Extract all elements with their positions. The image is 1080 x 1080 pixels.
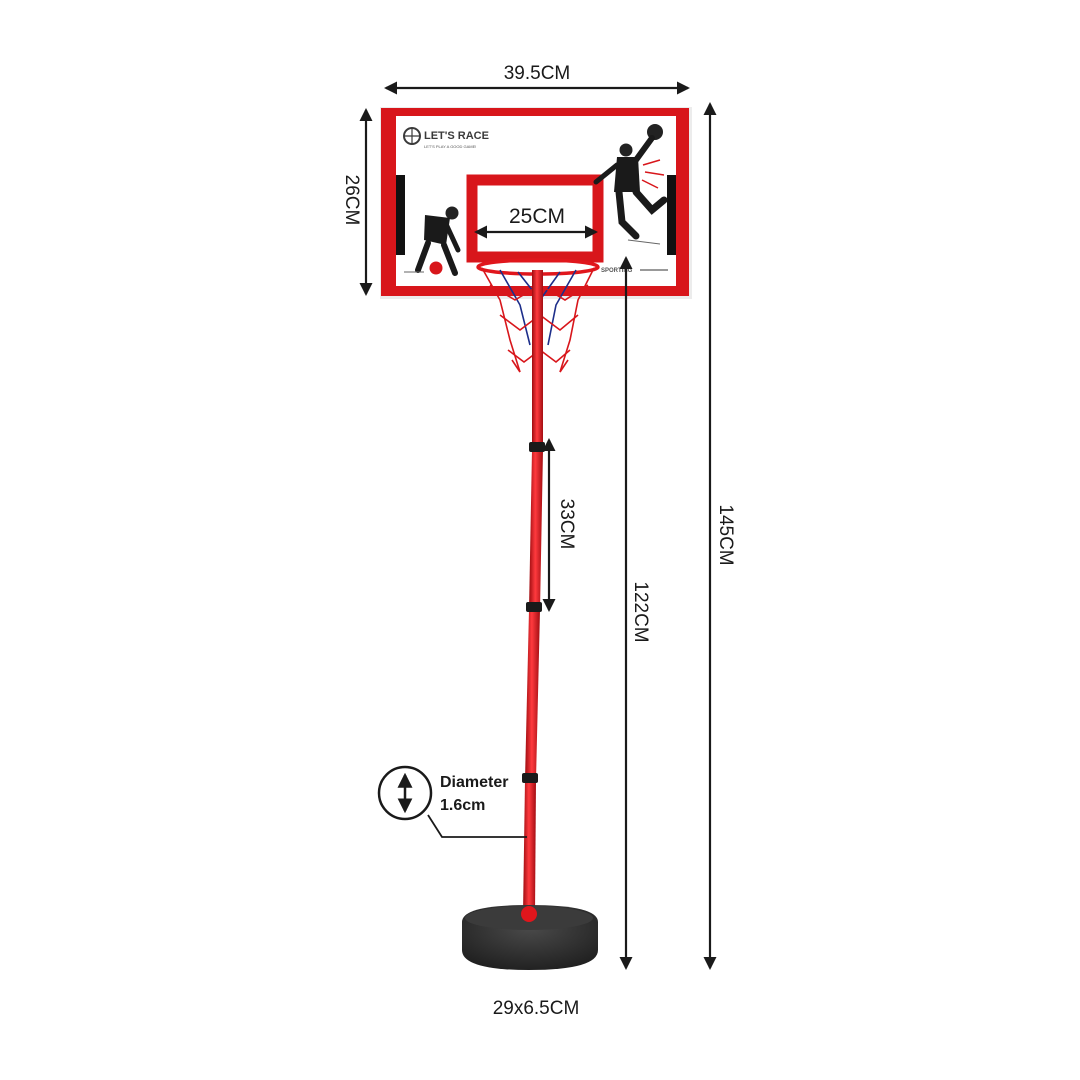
brand-logo: LET'S RACE LET'S PLAY A GOOD GAME! xyxy=(403,127,489,149)
pole-section-bottom xyxy=(523,780,536,915)
total-height-label: 145CM xyxy=(715,504,736,565)
dribbling-player-illustration xyxy=(404,206,461,276)
rim-height-label: 122CM xyxy=(630,581,651,642)
dunking-player-illustration xyxy=(593,124,668,245)
callout-title: Diameter xyxy=(440,774,508,791)
base-socket xyxy=(521,906,537,922)
target-square xyxy=(466,174,604,263)
pole-joint-1 xyxy=(529,442,545,452)
pole-section-middle xyxy=(529,450,543,610)
ball-logo-seams xyxy=(404,128,420,144)
bottom-mark: SPORTING xyxy=(601,268,633,274)
dimension-lines xyxy=(359,81,717,970)
brand-tagline: LET'S PLAY A GOOD GAME! xyxy=(424,144,476,149)
pole-joint-2 xyxy=(526,602,542,612)
red-ball-icon xyxy=(429,261,443,275)
backboard-side-bar-right xyxy=(667,175,676,255)
base-size-label: 29x6.5CM xyxy=(493,998,580,1019)
board-width-label: 39.5CM xyxy=(504,63,571,84)
board-height-label: 26CM xyxy=(341,175,362,226)
backboard: LET'S RACE LET'S PLAY A GOOD GAME! SPORT… xyxy=(380,107,692,299)
pole-section-lower xyxy=(525,610,540,780)
diameter-callout: Diameter 1.6cm xyxy=(377,765,527,838)
callout-value: 1.6cm xyxy=(440,797,485,814)
target-width-label: 25CM xyxy=(509,205,565,228)
base xyxy=(462,905,598,970)
pole-section-top xyxy=(532,270,543,450)
pole-joint-3 xyxy=(522,773,538,783)
brand-name: LET'S RACE xyxy=(424,130,489,142)
backboard-side-bar-left xyxy=(396,175,405,255)
pole xyxy=(522,270,545,915)
callout-leader-line xyxy=(427,814,527,838)
pole-section-label: 33CM xyxy=(556,499,577,550)
